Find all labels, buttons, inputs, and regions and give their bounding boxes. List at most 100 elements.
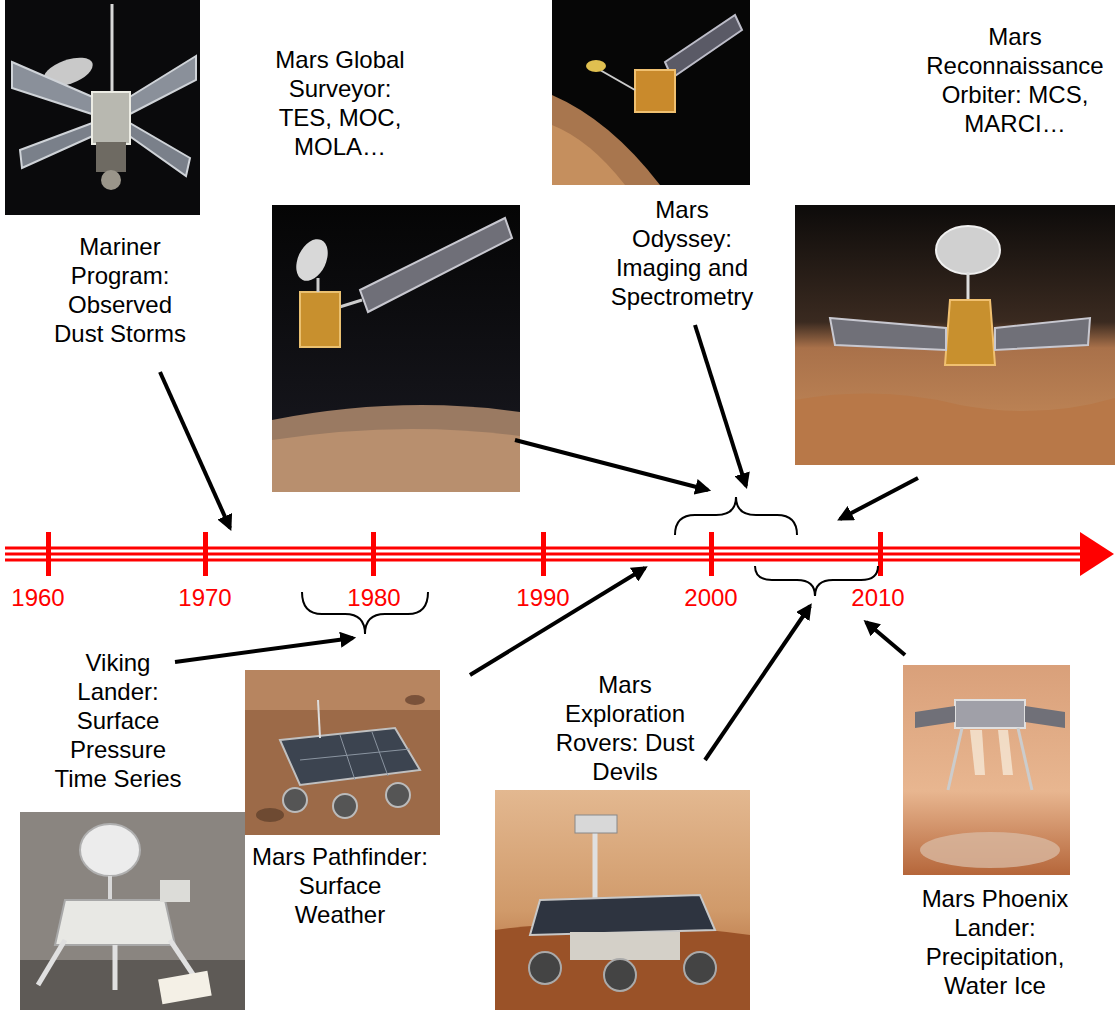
exploration-rover-picture xyxy=(570,932,680,960)
year-label: 1980 xyxy=(339,583,409,612)
pathfinder-picture xyxy=(386,783,410,807)
global-surveyor-picture xyxy=(317,278,320,292)
leader-arrow xyxy=(866,622,905,655)
period-brace xyxy=(302,497,878,634)
mission-caption: Mariner Program: Observed Dust Storms xyxy=(47,232,193,348)
reconnaissance-orbiter-picture xyxy=(945,300,995,365)
odyssey-picture xyxy=(552,0,750,185)
pathfinder-picture xyxy=(300,749,410,760)
mission-caption: Viking Lander: Surface Pressure Time Ser… xyxy=(50,648,186,793)
phoenix-lander-picture xyxy=(955,700,1025,728)
timeline-axis xyxy=(46,532,51,576)
viking-lander-picture xyxy=(38,940,65,985)
timeline-axis xyxy=(5,532,1114,576)
global-surveyor-picture xyxy=(272,205,520,492)
pathfinder-picture xyxy=(333,794,357,818)
global-surveyor-picture xyxy=(360,218,512,312)
phoenix-lander-picture xyxy=(915,706,955,728)
phoenix-lander-picture xyxy=(1018,728,1032,790)
timeline-axis xyxy=(371,532,376,576)
leader-arrow xyxy=(840,478,918,519)
exploration-rover-picture xyxy=(495,790,750,1010)
mission-caption: Mars Global Surveyor: TES, MOC, MOLA… xyxy=(269,45,411,161)
phoenix-lander-picture xyxy=(1025,706,1065,728)
reconnaissance-orbiter-picture xyxy=(967,272,970,300)
exploration-rover-picture xyxy=(495,790,750,1010)
global-surveyor-picture xyxy=(272,429,520,492)
exploration-rover-picture xyxy=(529,952,561,984)
exploration-rover-picture xyxy=(530,895,715,935)
viking-lander-picture xyxy=(158,971,212,1004)
global-surveyor-picture xyxy=(272,205,520,492)
timeline-axis xyxy=(709,532,714,576)
mariner-picture xyxy=(12,62,95,115)
exploration-rover-picture xyxy=(495,924,750,1010)
mariner-picture xyxy=(111,4,114,92)
global-surveyor-picture xyxy=(272,405,520,492)
timeline-axis xyxy=(541,532,546,576)
reconnaissance-orbiter-picture xyxy=(795,205,1115,465)
odyssey-picture xyxy=(552,125,625,185)
exploration-rover-picture xyxy=(684,952,716,984)
phoenix-lander-picture xyxy=(970,730,985,775)
mariner-picture xyxy=(128,122,190,176)
year-label: 2000 xyxy=(676,583,746,612)
viking-lander-picture xyxy=(160,880,190,902)
leader-arrow xyxy=(695,325,746,486)
leader-arrow xyxy=(175,638,353,662)
mission-caption: Mars Phoenix Lander: Precipitation, Wate… xyxy=(917,884,1073,1000)
odyssey-picture xyxy=(600,70,635,90)
viking-lander-picture xyxy=(20,812,245,1010)
phoenix-lander-picture xyxy=(903,665,1070,875)
year-label: 1990 xyxy=(508,583,578,612)
mariner-picture xyxy=(5,0,200,215)
year-label: 2010 xyxy=(843,583,913,612)
mission-caption: Mars Reconnaissance Orbiter: MCS, MARCI… xyxy=(924,22,1106,138)
global-surveyor-picture xyxy=(300,292,340,347)
pathfinder-picture xyxy=(405,695,425,705)
mariner-picture xyxy=(92,92,130,144)
pathfinder-picture xyxy=(245,670,440,835)
mission-caption: Mars Pathfinder: Surface Weather xyxy=(251,842,429,929)
viking-lander-picture xyxy=(108,876,112,900)
pathfinder-picture xyxy=(283,788,307,812)
year-label: 1970 xyxy=(170,583,240,612)
viking-lander-picture xyxy=(20,960,245,1010)
mariner-picture xyxy=(5,0,200,215)
mission-caption: Mars Exploration Rovers: Dust Devils xyxy=(550,670,700,786)
pathfinder-picture xyxy=(340,735,355,780)
odyssey-picture xyxy=(635,70,675,112)
exploration-rover-picture xyxy=(575,815,617,833)
mission-caption: Mars Odyssey: Imaging and Spectrometry xyxy=(607,195,757,311)
phoenix-lander-picture xyxy=(903,665,1070,875)
pathfinder-picture xyxy=(280,728,420,785)
exploration-rover-picture xyxy=(593,830,598,905)
odyssey-picture xyxy=(586,60,606,72)
odyssey-picture xyxy=(665,15,742,78)
leader-arrow xyxy=(515,440,708,490)
pathfinder-picture xyxy=(318,700,320,738)
viking-lander-picture xyxy=(55,900,175,945)
mariner-picture xyxy=(96,142,126,172)
pathfinder-picture xyxy=(372,732,388,776)
reconnaissance-orbiter-picture xyxy=(995,318,1090,350)
leader-arrow xyxy=(160,372,230,528)
reconnaissance-orbiter-picture xyxy=(795,205,1115,465)
exploration-rover-picture xyxy=(604,959,636,991)
year-label: 1960 xyxy=(3,583,73,612)
mariner-picture xyxy=(101,170,121,190)
viking-lander-picture xyxy=(20,812,245,1010)
leader-arrow xyxy=(470,568,645,675)
reconnaissance-orbiter-picture xyxy=(795,394,1115,465)
pathfinder-picture xyxy=(245,670,440,835)
phoenix-lander-picture xyxy=(920,832,1060,868)
pathfinder-picture xyxy=(245,670,440,710)
reconnaissance-orbiter-picture xyxy=(936,226,1000,274)
global-surveyor-picture xyxy=(290,234,334,286)
phoenix-lander-picture xyxy=(948,728,962,790)
phoenix-lander-picture xyxy=(998,730,1013,775)
pathfinder-picture xyxy=(256,808,284,822)
timeline-axis xyxy=(878,532,883,576)
